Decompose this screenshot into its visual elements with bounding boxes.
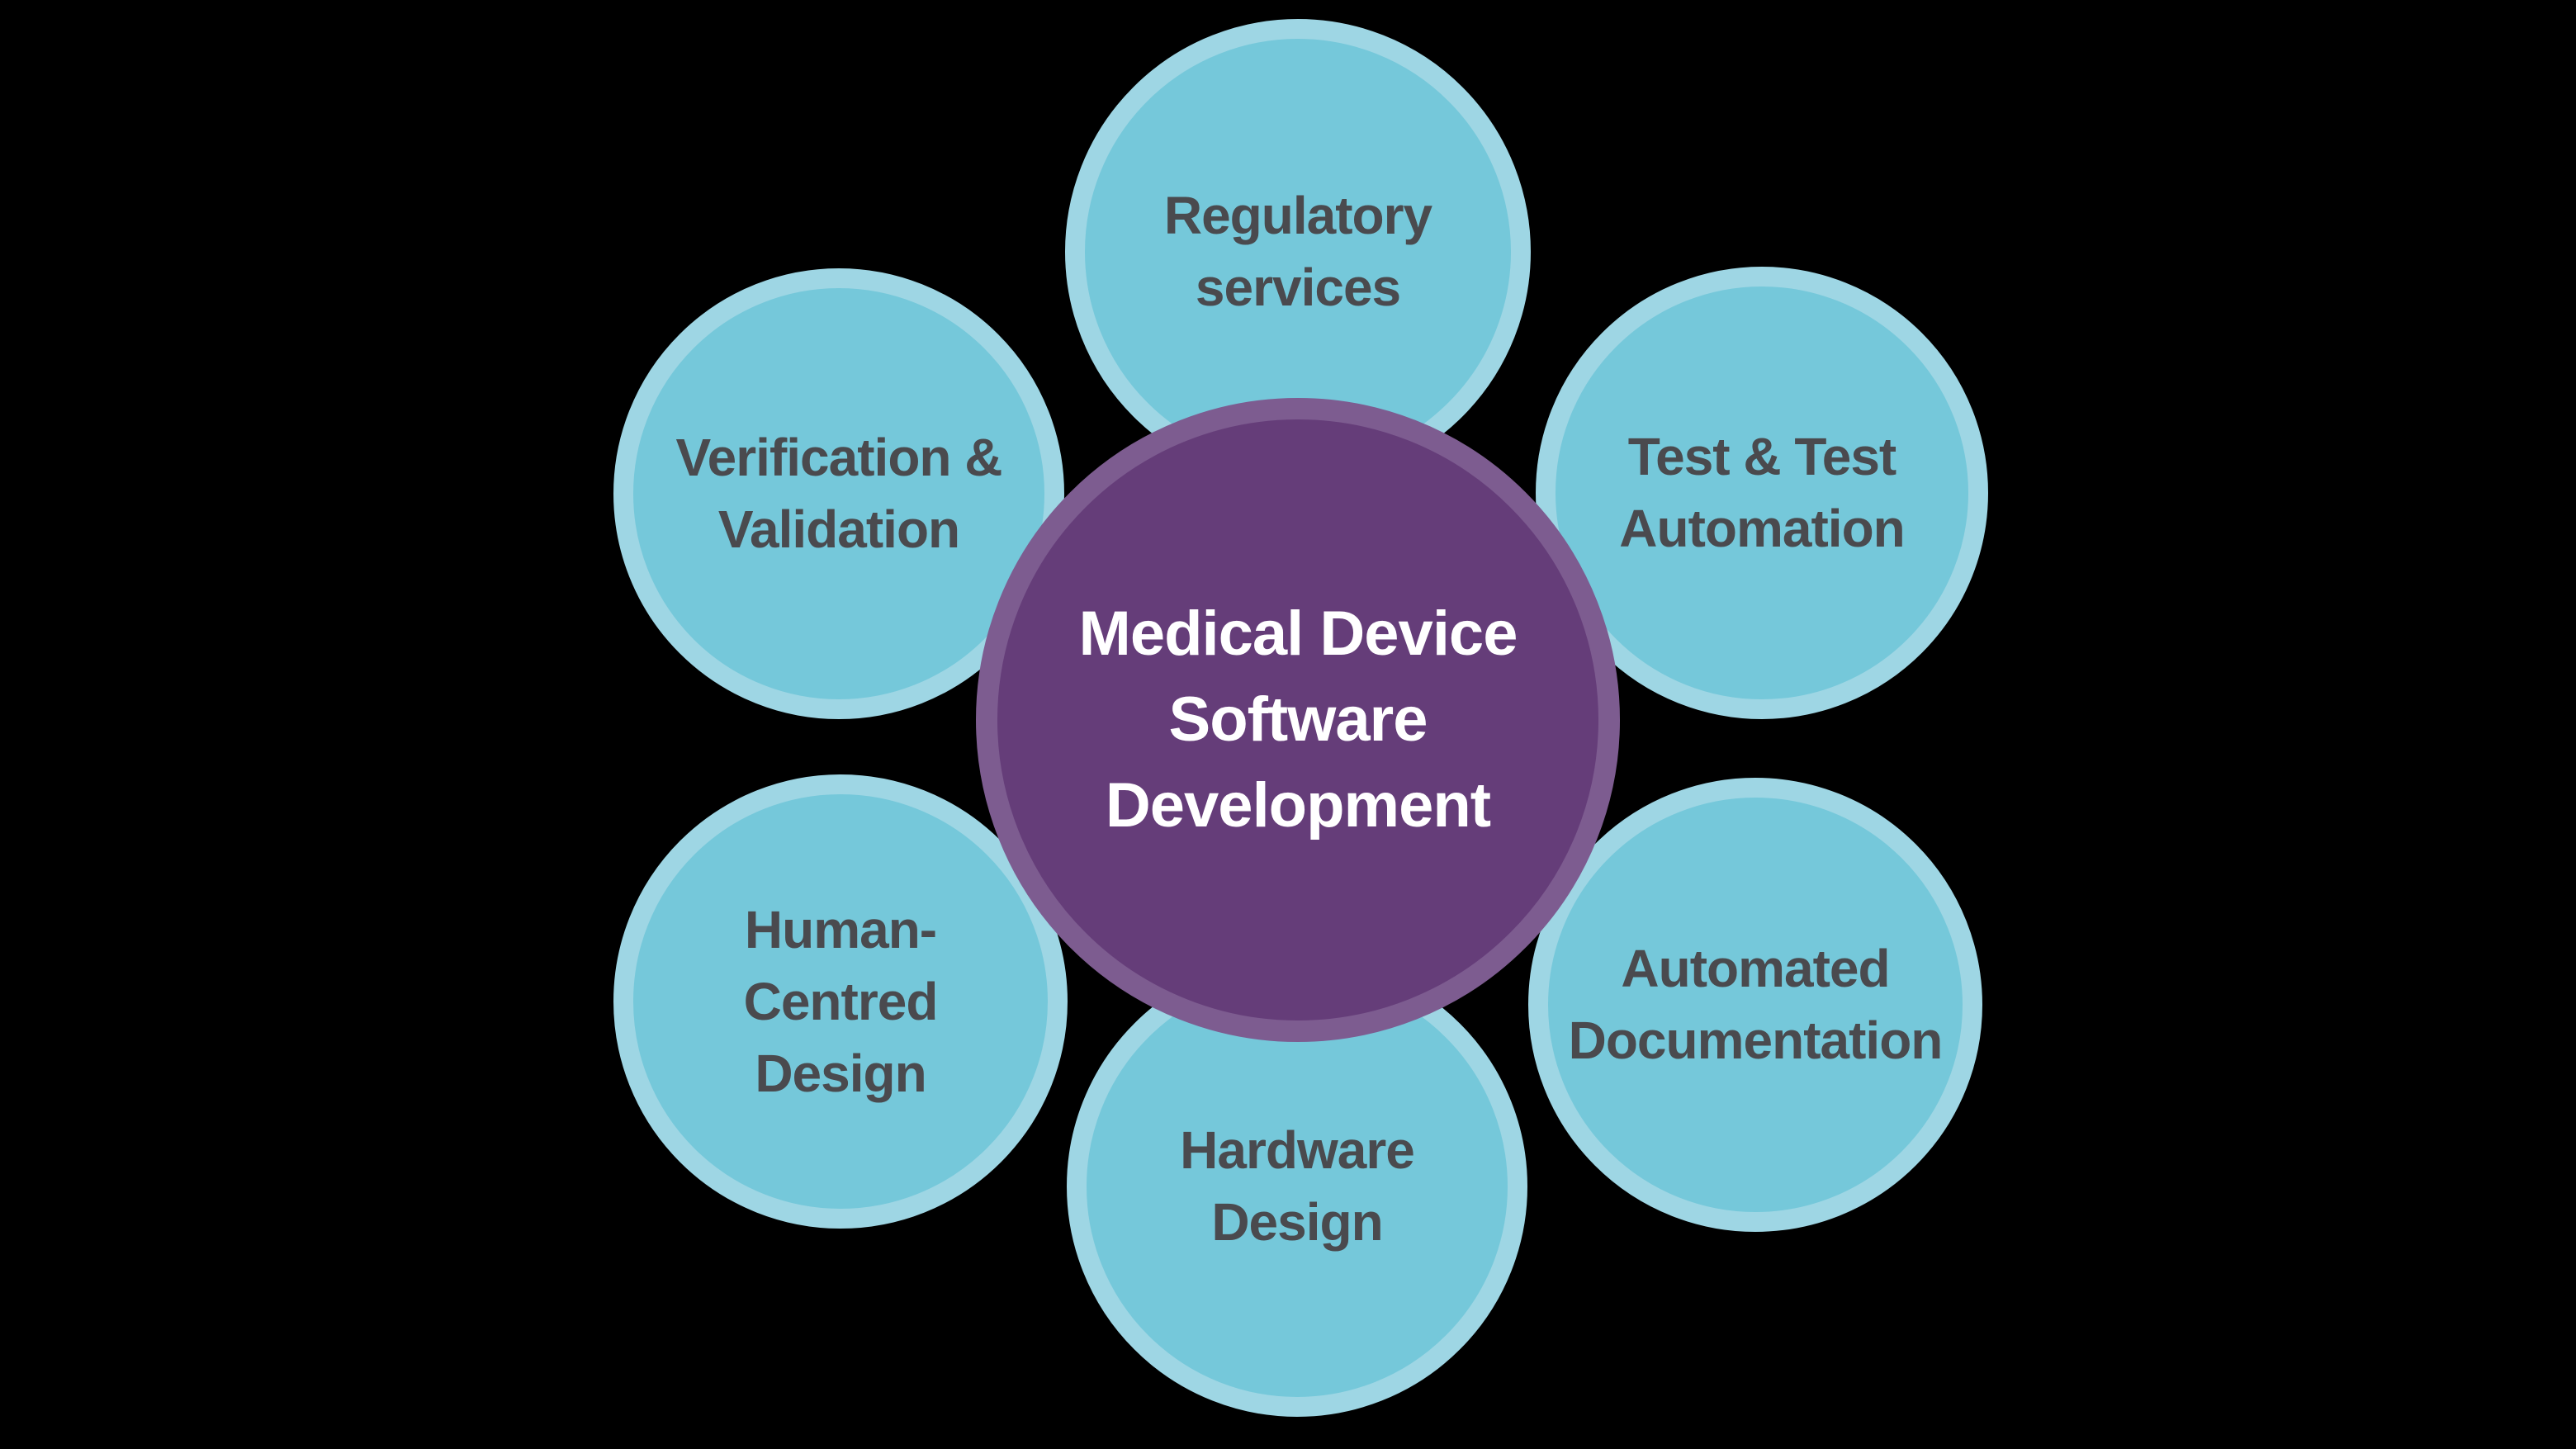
circle-automated-documentation: Automated Documentation (1528, 778, 1982, 1232)
circle-label-verification-and-validation: Verification & Validation (675, 428, 1003, 559)
circle-label-human-centred-design: Human-Centred Design (743, 899, 939, 1103)
circle-test-and-test-automation: Test & Test Automation (1536, 267, 1988, 719)
circle-label-test-and-test-automation: Test & Test Automation (1619, 427, 1905, 558)
circle-label-regulatory-services: Regulatory services (1163, 186, 1432, 317)
circle-center-hub: Medical Device Software Development (976, 398, 1620, 1042)
circle-label-automated-documentation: Automated Documentation (1568, 939, 1944, 1070)
hub-label: Medical Device Software Development (1078, 599, 1518, 841)
circle-label-hardware-design: Hardware Design (1180, 1120, 1415, 1252)
